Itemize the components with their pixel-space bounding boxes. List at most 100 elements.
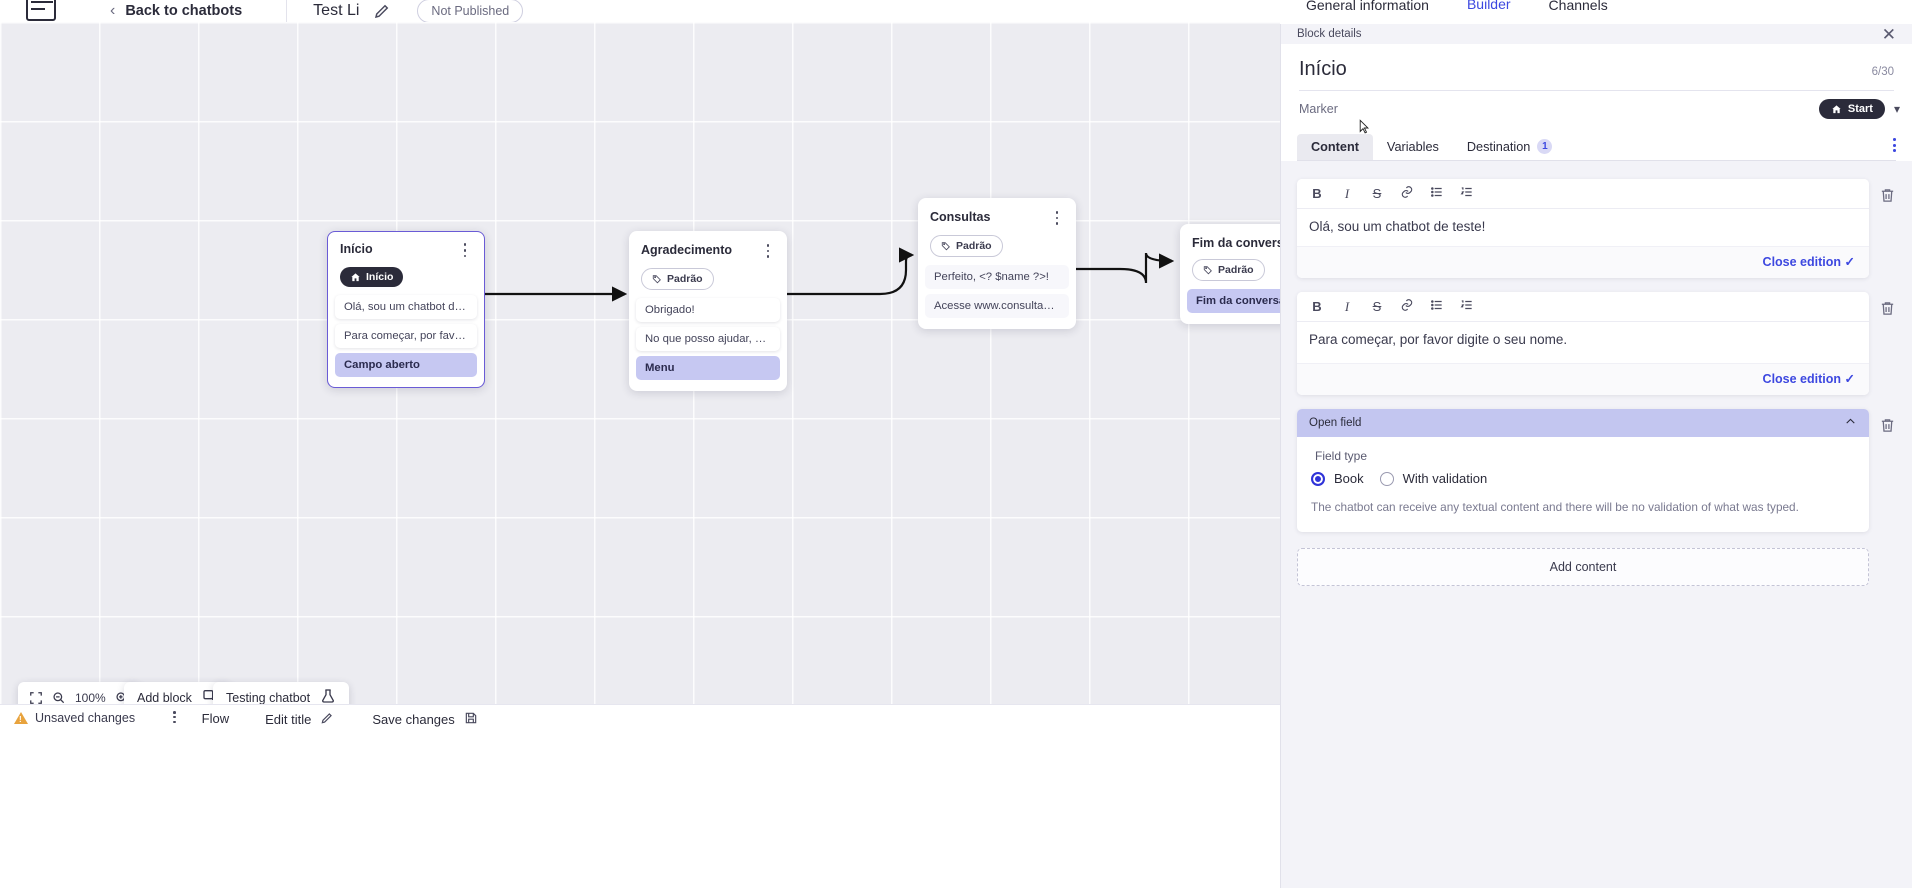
block-details-panel: Block details ✕ Início 6/30 Marker Start… bbox=[1280, 24, 1912, 888]
pencil-icon bbox=[320, 711, 334, 728]
panel-tabs: Content Variables Destination 1 bbox=[1297, 133, 1896, 161]
node-row[interactable]: Campo aberto bbox=[335, 353, 477, 378]
editor-text[interactable]: Para começar, por favor digite o seu nom… bbox=[1297, 322, 1869, 365]
marker-control[interactable]: Start ▾ bbox=[1818, 99, 1900, 119]
node-row[interactable]: No que posso ajudar, <? $name ... bbox=[636, 327, 780, 351]
tab-content[interactable]: Content bbox=[1297, 134, 1373, 160]
rich-text-editor[interactable]: B I S bbox=[1297, 179, 1869, 279]
add-block-button[interactable]: Add block bbox=[124, 682, 231, 704]
radio-indicator bbox=[1379, 471, 1394, 486]
trash-icon[interactable] bbox=[1879, 186, 1896, 205]
bullet-list-icon[interactable] bbox=[1429, 185, 1445, 202]
home-icon bbox=[1832, 104, 1841, 113]
node-row[interactable]: Olá, sou um chatbot de teste! bbox=[335, 295, 477, 320]
node-title: Agradecimento bbox=[641, 243, 732, 257]
flow-node-agradecimento[interactable]: Agradecimento Padrão Obrigado! No que po… bbox=[629, 231, 787, 391]
numbered-list-icon[interactable] bbox=[1459, 298, 1475, 315]
add-block-label: Add block bbox=[137, 690, 192, 705]
footer-save-changes-button[interactable]: Save changes bbox=[372, 711, 477, 728]
close-icon[interactable]: ✕ bbox=[1881, 24, 1896, 44]
node-row[interactable]: Perfeito, <? $name ?>! bbox=[925, 265, 1069, 289]
node-tag: Padrão bbox=[930, 235, 1003, 257]
field-type-radio-group: Book With validation bbox=[1311, 471, 1855, 486]
editor-toolbar: B I S bbox=[1297, 179, 1869, 209]
open-field-card: Open field Field type Book bbox=[1297, 409, 1869, 533]
kebab-menu-icon[interactable] bbox=[761, 243, 775, 259]
link-icon[interactable] bbox=[1399, 185, 1415, 202]
italic-icon[interactable]: I bbox=[1344, 185, 1350, 201]
testing-chatbot-button[interactable]: Testing chatbot bbox=[213, 682, 350, 704]
radio-indicator bbox=[1311, 471, 1325, 486]
bold-icon[interactable]: B bbox=[1312, 299, 1322, 315]
node-header: Início bbox=[328, 240, 484, 258]
radio-with-validation[interactable]: With validation bbox=[1379, 471, 1487, 486]
unsaved-changes-label: Unsaved changes bbox=[35, 711, 136, 725]
unsaved-changes-status: Unsaved changes bbox=[14, 711, 135, 725]
flow-canvas[interactable]: Início Início Olá, sou um chatbot de tes… bbox=[0, 22, 1281, 704]
footer-flow-button[interactable]: Flow bbox=[202, 711, 229, 726]
flow-node-inicio[interactable]: Início Início Olá, sou um chatbot de tes… bbox=[327, 231, 485, 388]
close-edition-button[interactable]: Close edition ✓ bbox=[1297, 364, 1869, 396]
radio-book[interactable]: Book bbox=[1311, 471, 1364, 486]
node-row[interactable]: Fim da conversa bbox=[1187, 289, 1281, 313]
panel-scroll-area[interactable]: B I S bbox=[1281, 161, 1912, 888]
link-icon[interactable] bbox=[1399, 298, 1415, 315]
top-bar: ‹ Back to chatbots Test Li Not Published bbox=[0, 0, 1560, 22]
fit-screen-icon[interactable] bbox=[29, 691, 43, 705]
node-row[interactable]: Acesse www.consultas.com par... bbox=[925, 294, 1069, 318]
strikethrough-icon[interactable]: S bbox=[1372, 299, 1382, 315]
zoom-toolbar: 100% bbox=[18, 682, 140, 704]
add-content-button[interactable]: Add content bbox=[1297, 548, 1869, 587]
back-to-chatbots-link[interactable]: Back to chatbots bbox=[125, 3, 243, 19]
marker-label: Marker bbox=[1299, 102, 1338, 116]
rich-text-editor[interactable]: B I S bbox=[1297, 292, 1869, 396]
node-row[interactable]: Obrigado! bbox=[636, 298, 780, 322]
zoom-out-icon[interactable] bbox=[52, 691, 66, 705]
tab-builder[interactable]: Builder bbox=[1467, 0, 1511, 24]
footer-edit-title-label: Edit title bbox=[265, 712, 312, 727]
kebab-menu-icon[interactable] bbox=[173, 711, 176, 724]
italic-icon[interactable]: I bbox=[1344, 298, 1350, 314]
bullet-list-icon[interactable] bbox=[1429, 298, 1445, 315]
node-title: Início bbox=[340, 242, 373, 257]
content-block: B I S bbox=[1297, 292, 1896, 396]
chatbot-title: Test Li bbox=[313, 2, 360, 19]
footer-edit-title-button[interactable]: Edit title bbox=[265, 711, 334, 728]
home-icon bbox=[351, 273, 360, 282]
open-field-block: Open field Field type Book bbox=[1297, 409, 1896, 533]
flow-node-fim-da-conversa[interactable]: Fim da conversa Padrão Fim da conversa bbox=[1180, 224, 1281, 324]
node-row[interactable]: Menu bbox=[636, 356, 780, 380]
flow-node-consultas[interactable]: Consultas Padrão Perfeito, <? $name ?>! … bbox=[918, 198, 1076, 329]
open-field-body: Field type Book With validation bbox=[1297, 437, 1869, 532]
close-edition-button[interactable]: Close edition ✓ bbox=[1297, 247, 1869, 279]
tab-channels[interactable]: Channels bbox=[1548, 0, 1608, 13]
chevron-up-icon[interactable] bbox=[1844, 415, 1857, 431]
node-row[interactable]: Para começar, por favor digite o ... bbox=[335, 324, 477, 349]
tab-general-information[interactable]: General information bbox=[1306, 0, 1429, 13]
content-block: B I S bbox=[1297, 179, 1896, 279]
bottom-bar: Unsaved changes Flow Edit title Save cha… bbox=[0, 704, 1281, 888]
node-title: Fim da conversa bbox=[1192, 236, 1281, 250]
mouse-cursor bbox=[1359, 119, 1369, 134]
app-logo-icon[interactable] bbox=[26, 0, 56, 21]
open-field-title: Open field bbox=[1309, 417, 1362, 430]
bold-icon[interactable]: B bbox=[1312, 186, 1322, 201]
field-type-label: Field type bbox=[1315, 449, 1368, 464]
check-icon: ✓ bbox=[1844, 372, 1855, 387]
pencil-icon[interactable] bbox=[373, 2, 391, 20]
kebab-menu-icon[interactable] bbox=[458, 242, 472, 258]
kebab-menu-icon[interactable] bbox=[1893, 138, 1896, 160]
trash-icon[interactable] bbox=[1879, 416, 1896, 435]
footer-save-label: Save changes bbox=[372, 712, 455, 727]
kebab-menu-icon[interactable] bbox=[1050, 210, 1064, 226]
open-field-header[interactable]: Open field bbox=[1297, 409, 1869, 438]
numbered-list-icon[interactable] bbox=[1459, 185, 1475, 202]
strikethrough-icon[interactable]: S bbox=[1372, 186, 1382, 201]
tab-variables[interactable]: Variables bbox=[1386, 140, 1439, 154]
trash-icon[interactable] bbox=[1879, 299, 1896, 318]
editor-text[interactable]: Olá, sou um chatbot de teste! bbox=[1297, 209, 1869, 248]
chevron-down-icon[interactable]: ▾ bbox=[1893, 102, 1900, 116]
tab-destination[interactable]: Destination 1 bbox=[1453, 133, 1566, 160]
chevron-left-icon[interactable]: ‹ bbox=[110, 2, 116, 19]
